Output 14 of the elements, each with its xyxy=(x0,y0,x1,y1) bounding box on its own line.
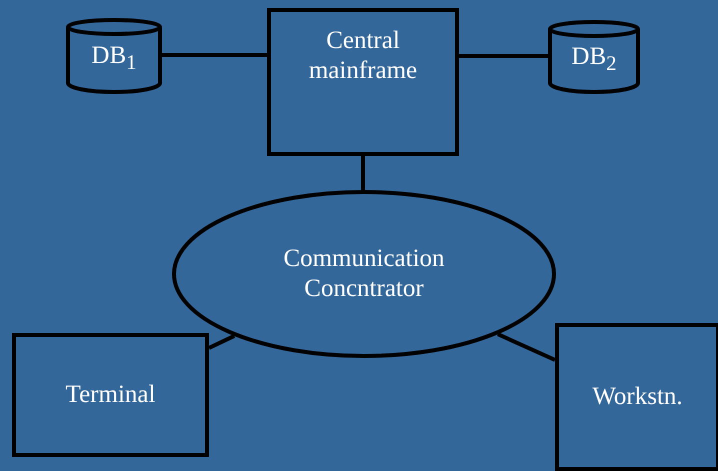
process-box xyxy=(267,8,459,156)
connector-line xyxy=(497,332,556,362)
process-box xyxy=(555,323,718,471)
node-label: Terminal xyxy=(66,380,156,410)
connector-line xyxy=(459,54,548,58)
node-label: DB$_{1}$ xyxy=(91,41,137,75)
connector-line xyxy=(162,53,267,57)
process-box xyxy=(12,333,209,457)
node-label: Central mainframe xyxy=(308,26,418,86)
connector-line xyxy=(208,334,236,350)
node-label: Workstn. xyxy=(592,382,683,412)
connector-line xyxy=(361,156,365,190)
node-label: Communication Concntrator xyxy=(282,244,446,304)
node-label: DB$_{2}$ xyxy=(571,42,617,76)
